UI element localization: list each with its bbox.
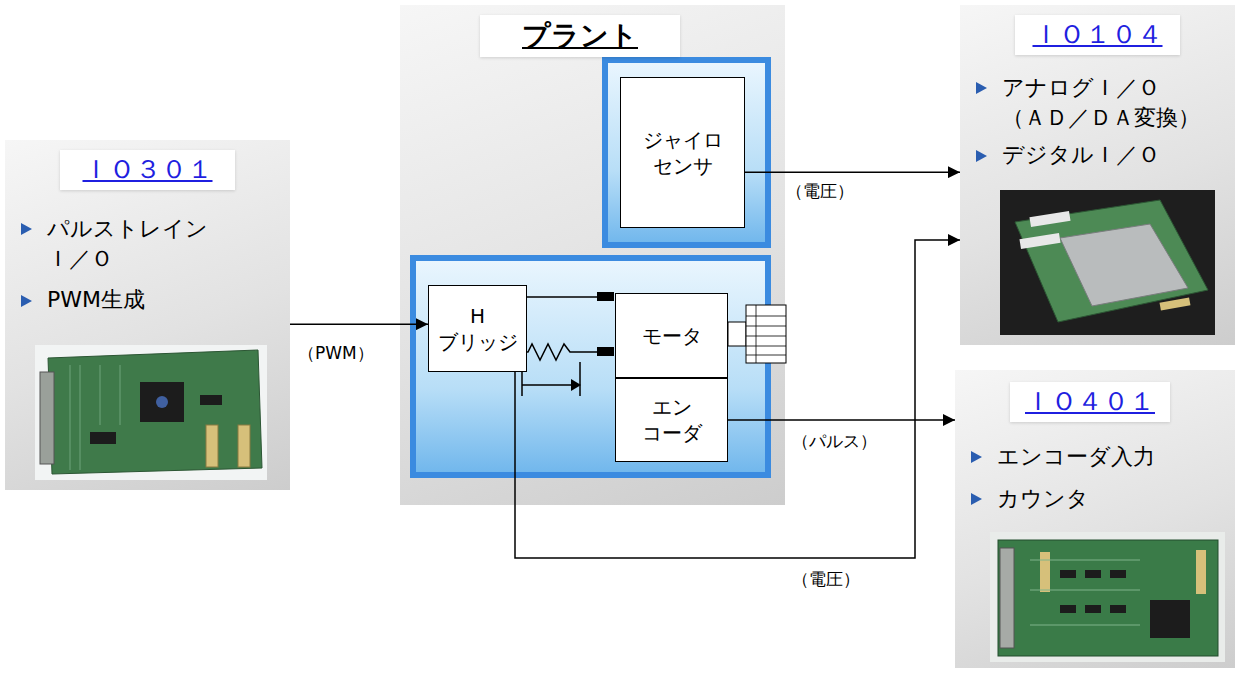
io-board-panel: ＩＯ４０１ エンコーダ入力カウンタ	[955, 370, 1235, 668]
motor-shaft	[728, 322, 746, 346]
metal-plate	[1060, 224, 1188, 306]
feature-item: エンコーダ入力	[997, 442, 1235, 472]
board-connector	[40, 372, 54, 464]
motor-box: モータ	[615, 293, 728, 378]
signal-arrow	[745, 171, 960, 173]
io-board-panel: ＩＯ１０４ アナログＩ／Ｏ （ＡＤ／ＤＡ変換） デジタルＩ／Ｏ	[960, 5, 1235, 345]
drive-group-box	[413, 258, 768, 475]
board-photo	[35, 345, 267, 480]
board-connector	[1196, 550, 1206, 594]
circuit-board	[998, 540, 1218, 656]
sensor-group-box	[605, 60, 768, 245]
board-connector	[1160, 297, 1191, 310]
signal-label: （電圧）	[792, 569, 860, 589]
board-photo	[990, 532, 1225, 662]
signal-arrow	[290, 323, 428, 325]
encoder-box: エン コーダ	[615, 378, 728, 462]
motor-wire	[515, 296, 598, 298]
signal-arrow	[515, 240, 960, 558]
photo-ground	[35, 345, 267, 480]
board-photo	[1000, 190, 1215, 335]
sense-arrowhead	[571, 379, 581, 391]
box-label: ジャイロ センサ	[637, 127, 729, 179]
board-chip	[1150, 600, 1190, 638]
board-chip	[90, 432, 116, 444]
board-title: ＩＯ４０１	[1010, 382, 1170, 422]
circuit-board	[48, 350, 262, 474]
board-traces	[1030, 560, 1140, 625]
box-label: エン コーダ	[636, 394, 708, 446]
board-traces	[70, 365, 120, 470]
signal-arrow	[728, 419, 955, 421]
board-connector	[1029, 211, 1070, 227]
board-chip	[1085, 570, 1101, 578]
circuit-board	[1015, 200, 1208, 322]
board-title: ＩＯ３０１	[60, 150, 235, 190]
board-connector	[1040, 552, 1050, 592]
gear-teeth	[746, 305, 786, 363]
feature-item: カウンタ	[997, 484, 1235, 514]
feature-item: PWM生成	[47, 285, 290, 315]
sensor-box: ジャイロ センサ	[620, 77, 745, 228]
signal-label: （パルス）	[792, 431, 877, 451]
board-connector	[1019, 233, 1060, 249]
signal-label: （PWM）	[298, 343, 374, 363]
photo-ground	[1000, 190, 1215, 335]
feature-item: パルストレイン Ｉ／Ｏ	[47, 214, 217, 273]
board-chip	[1110, 570, 1126, 578]
box-label: H ブリッジ	[434, 303, 522, 355]
board-chip	[1110, 605, 1126, 613]
motor-terminal	[597, 347, 614, 356]
feature-item: デジタルＩ／Ｏ	[1002, 140, 1235, 170]
feature-item: アナログＩ／Ｏ （ＡＤ／ＤＡ変換）	[1002, 73, 1217, 132]
board-chip	[1060, 570, 1076, 578]
board-connector	[206, 425, 218, 467]
board-connector	[1000, 548, 1014, 648]
motor-terminal	[597, 292, 614, 301]
chip-logo	[156, 396, 168, 408]
io-board-panel: ＩＯ３０１ パルストレイン Ｉ／Ｏ PWM生成	[5, 140, 290, 490]
photo-ground	[990, 532, 1225, 662]
box-label: モータ	[642, 323, 702, 349]
resistor-symbol	[515, 344, 598, 360]
board-chip	[1060, 605, 1076, 613]
current-sense-bracket	[522, 362, 580, 396]
signal-label: （電圧）	[786, 181, 854, 201]
driver-box: H ブリッジ	[428, 285, 527, 372]
board-chip	[200, 395, 222, 405]
gear-symbol	[746, 305, 786, 363]
board-title: ＩＯ１０４	[1015, 15, 1180, 55]
plant-title: プラント	[480, 15, 680, 57]
board-chip	[1085, 605, 1101, 613]
board-chip	[140, 382, 184, 422]
plant-panel: プラント ジャイロ センサ H ブリッジ モータエン コーダ	[400, 5, 785, 505]
board-connector	[238, 425, 250, 467]
